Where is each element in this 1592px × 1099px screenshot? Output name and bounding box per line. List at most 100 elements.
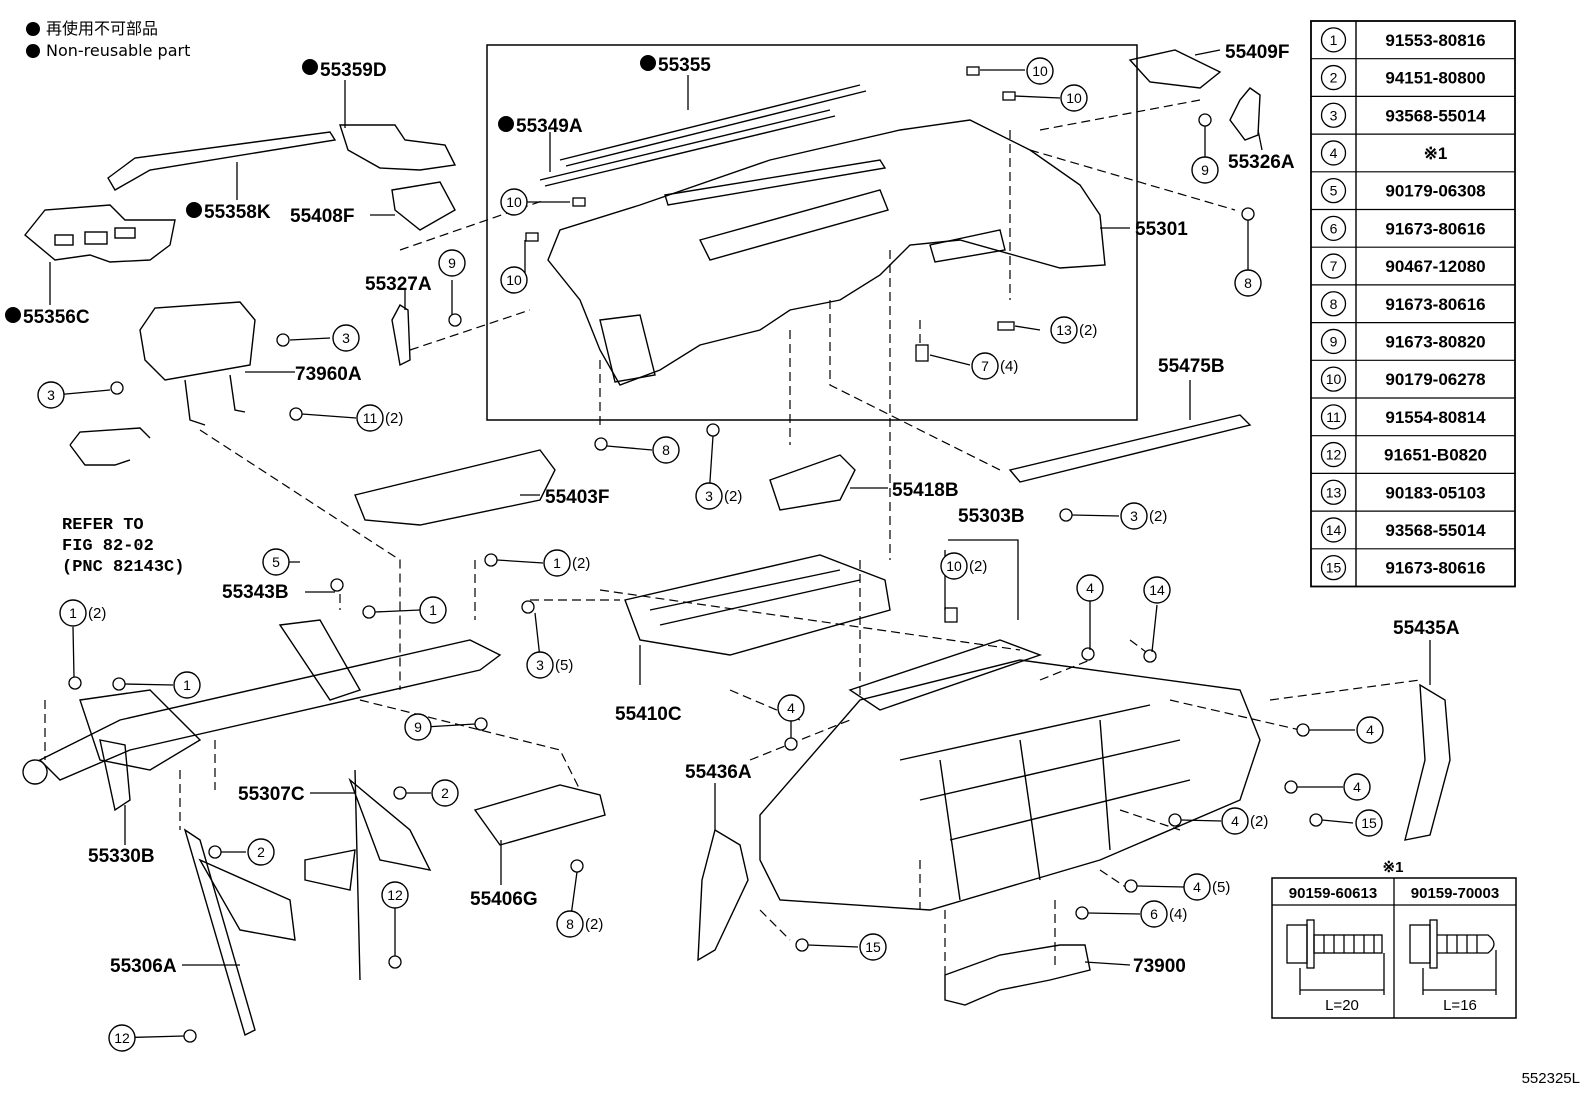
table-callout-number: 15	[1326, 560, 1342, 576]
pad-55358k-drawing	[107, 131, 337, 191]
tray-55410c-drawing	[624, 554, 891, 656]
callout-11: 11(2)	[356, 404, 403, 432]
callout-12: 12	[108, 1024, 136, 1052]
table-callout-circle-icon	[1320, 517, 1347, 543]
table-part-number: 91673-80616	[1385, 219, 1485, 238]
part-label-55406g: 55406G	[470, 889, 538, 910]
bolt-icon	[289, 407, 303, 421]
strip-55355-drawing	[559, 84, 867, 167]
callout-circle-icon	[262, 548, 290, 576]
table-callout-circle-icon	[1320, 27, 1347, 53]
bolt-icon	[448, 313, 462, 327]
brace-55306a-drawing	[183, 828, 256, 1037]
silencer-55356c-drawing	[24, 204, 176, 263]
callout-1: 1	[173, 671, 201, 699]
bolt-icon	[183, 1029, 197, 1043]
bolt-icon	[1075, 906, 1089, 920]
strip-55349a-drawing	[539, 109, 836, 187]
callout-number: 12	[114, 1030, 130, 1046]
non-reusable-markers	[5, 55, 656, 323]
register-55418b-drawing	[769, 454, 856, 511]
callout-number: 4	[1193, 879, 1201, 895]
table-callout-circle-icon	[1320, 177, 1347, 204]
non-reusable-dot-icon	[498, 116, 514, 132]
clip-icon	[1002, 91, 1016, 101]
callout-number: 9	[448, 255, 456, 271]
table-callout-number: 2	[1330, 70, 1338, 86]
part-label-55475b: 55475B	[1158, 356, 1225, 377]
callout-number: 6	[1150, 906, 1158, 922]
callout-number: 1	[183, 677, 191, 693]
non-reusable-dot-icon	[26, 44, 40, 58]
bolt-icon	[1296, 723, 1310, 737]
callout-circle-icon	[419, 596, 447, 624]
table-callout-circle-icon	[1320, 441, 1347, 468]
callout-number: 10	[946, 558, 962, 574]
table-callout-number: 7	[1330, 258, 1338, 274]
callout-1: 1	[419, 596, 447, 624]
table-callout-circle-icon	[1320, 102, 1347, 128]
nut-icon	[208, 845, 222, 859]
bolt-icon	[474, 717, 488, 731]
table-part-number: 91553-80816	[1385, 31, 1485, 50]
callout-circle-icon	[556, 910, 584, 938]
bracket-55406g-drawing	[473, 784, 606, 846]
callout-8: 8(2)	[556, 910, 603, 938]
callout-number: 15	[865, 939, 881, 955]
callout-circle-icon	[173, 671, 201, 699]
legend: 再使用不可部品 Non-reusable part	[26, 18, 190, 62]
table-callout-circle-icon	[1320, 140, 1347, 166]
table-callout-number: 4	[1330, 145, 1338, 161]
callout-number: 1	[69, 605, 77, 621]
side-cover-55435a-drawing	[1404, 683, 1451, 841]
callout-circle-icon	[500, 266, 528, 294]
table-callout-number: 12	[1326, 447, 1342, 463]
callout-3: 3(2)	[695, 482, 742, 510]
callout-number: 12	[387, 887, 403, 903]
callout-number: 14	[1149, 582, 1165, 598]
callout-circle-icon	[971, 352, 999, 380]
bolt-icon	[1198, 113, 1212, 127]
bolt-icon	[276, 333, 290, 347]
part-label-55436a: 55436A	[685, 762, 752, 783]
callout-number: 8	[1244, 275, 1252, 291]
table-callout-number: 6	[1330, 220, 1338, 236]
callout-10: 10	[500, 266, 528, 294]
callout-circle-icon	[431, 779, 459, 807]
callout-number: 4	[1366, 722, 1374, 738]
callout-13: 13(2)	[1050, 316, 1097, 344]
reinforcement-55303b-drawing	[759, 659, 1261, 911]
part-label-55303b: 55303B	[958, 506, 1025, 527]
part-label-55356c: 55356C	[23, 307, 90, 328]
callout-number: 3	[1130, 508, 1138, 524]
table-callout-number: 3	[1330, 107, 1338, 123]
callout-number: 7	[981, 358, 989, 374]
table-callout-circle-icon	[1320, 291, 1347, 317]
callout-circle-icon	[1076, 574, 1104, 602]
callout-4: 4	[1076, 574, 1104, 602]
callout-number: 4	[787, 700, 795, 716]
bolt-icon	[570, 859, 584, 873]
clip-icon	[944, 607, 958, 623]
inset-frame	[486, 44, 1138, 421]
callout-number: 4	[1353, 779, 1361, 795]
bracket-73900-drawing	[944, 944, 1091, 1006]
callout-5: 5	[262, 548, 290, 576]
callout-circle-icon	[543, 549, 571, 577]
callout-circle-icon	[332, 324, 360, 352]
cluster-55403f-drawing	[354, 449, 556, 526]
table-part-number: 91673-80820	[1385, 332, 1485, 351]
callout-circle-icon	[1343, 773, 1371, 801]
table-frame	[1310, 20, 1516, 588]
table-part-number: ※1	[1424, 144, 1448, 163]
callout-4: 4(2)	[1221, 807, 1268, 835]
callout-1: 1(2)	[59, 599, 106, 627]
bolt-icon	[594, 437, 608, 451]
table-part-number: 91554-80814	[1385, 408, 1486, 427]
footnote-bolt-part: 90159-70003	[1411, 885, 1499, 902]
